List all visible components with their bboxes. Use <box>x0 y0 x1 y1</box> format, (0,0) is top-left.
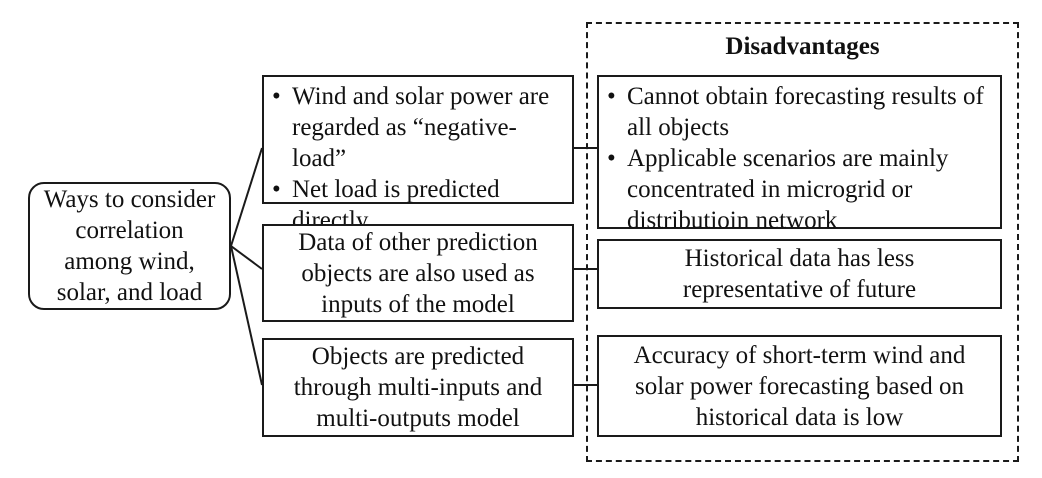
bullet-glyph: • <box>272 83 281 110</box>
method-3-line: multi-outputs model <box>316 405 520 432</box>
connector-root-method-3 <box>230 245 263 386</box>
root-line: among wind, <box>64 248 195 275</box>
disadvantage-box-3: Accuracy of short-term wind and solar po… <box>597 335 1002 437</box>
method-box-1: • Wind and solar power are regarded as “… <box>262 75 574 234</box>
method-box-3: Objects are predicted through multi-inpu… <box>262 338 574 437</box>
disadvantages-group <box>586 22 1019 462</box>
disadvantage-3-line: Accuracy of short-term wind and <box>633 341 966 369</box>
root-line: solar, and load <box>56 279 203 306</box>
method-2-line: objects are also used as <box>301 259 535 287</box>
disadvantage-2-line: representative of future <box>682 276 917 303</box>
connector-root-method-1 <box>230 147 263 247</box>
disadvantage-1-bullet: • Applicable scenarios are mainly concen… <box>607 143 992 236</box>
method-2-line: inputs of the model <box>321 290 515 318</box>
disadvantage-box-1: • Cannot obtain forecasting results of a… <box>597 75 1002 234</box>
method-3-line: Objects are predicted <box>311 343 525 370</box>
method-2-line: Data of other prediction <box>298 228 538 256</box>
disadvantage-1-bullet-text: Applicable scenarios are mainly concentr… <box>627 145 949 234</box>
disadvantages-heading: Disadvantages <box>725 33 880 60</box>
method-3-line: through multi-inputs and <box>293 374 543 401</box>
disadvantage-3-line: historical data is low <box>695 403 904 431</box>
method-box-2: Data of other prediction objects are als… <box>262 224 574 322</box>
disadvantage-2-line: Historical data has less <box>684 245 915 272</box>
disadvantage-1-bullet: • Cannot obtain forecasting results of a… <box>607 81 992 143</box>
method-1-bullet-text: Wind and solar power are regarded as “ne… <box>292 83 550 172</box>
root-line: correlation <box>75 217 184 244</box>
disadvantage-1-bullet-text: Cannot obtain forecasting results of all… <box>627 83 984 141</box>
disadvantage-box-2: Historical data has less representative … <box>597 239 1002 309</box>
bullet-glyph: • <box>607 83 616 110</box>
root-line: Ways to consider <box>43 186 216 213</box>
root-node: Ways to consider correlation among wind,… <box>28 182 231 310</box>
bullet-glyph: • <box>607 145 616 172</box>
method-1-bullet: • Wind and solar power are regarded as “… <box>272 81 564 174</box>
bullet-glyph: • <box>272 176 281 203</box>
connector-root-method-2 <box>230 245 263 270</box>
disadvantage-3-line: solar power forecasting based on <box>634 372 965 400</box>
